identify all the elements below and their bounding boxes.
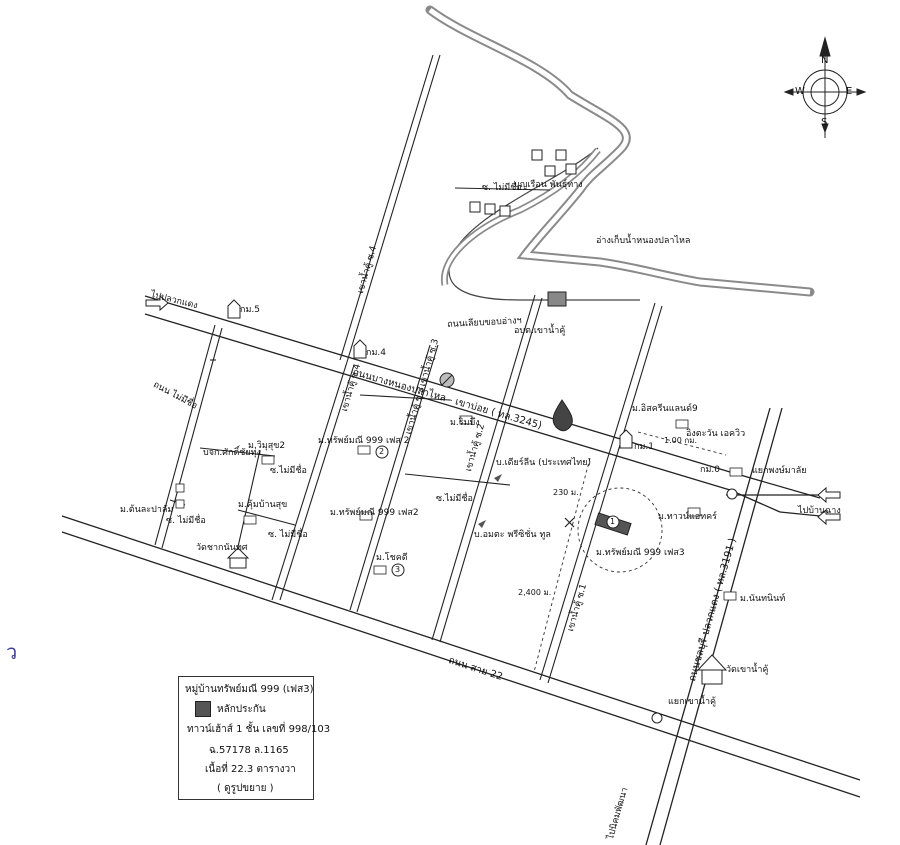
compass-n: N [821, 55, 829, 66]
factory1-label: บ.เดียร์ลีน (ประเทศไทย) [496, 458, 591, 468]
village-chokdee: ม.โชคดี [376, 553, 408, 563]
factory2-label: บ.อมตะ พรีซิชั่น ทูล [474, 530, 551, 540]
marker-2: 2 [379, 447, 385, 456]
junction-phong-icon [726, 488, 738, 500]
school-icon [547, 291, 567, 307]
soi-mai-1: ซ. ไม่มีชื่อ [482, 183, 522, 193]
km-0-label: กม.0 [700, 465, 720, 475]
km-5-label: กม.5 [240, 305, 260, 315]
factory1-icon [494, 474, 502, 482]
legend-area: เนื้อที่ 22.3 ตารางวา [205, 764, 296, 775]
village-kum: ม.คุ้มบ้านสุข [238, 500, 288, 510]
village-mansion: ม.อิสครีนแลนด์9 [632, 404, 698, 414]
road-22 [61, 515, 861, 798]
road-3191 [645, 407, 820, 845]
soi-kum1: ซ. ไม่มีชื่อ [268, 530, 308, 540]
reservoir-label: อ่างเก็บน้ำหนองปลาไหล [596, 236, 691, 246]
village-sap2: ม.ทรัพย์มณี 999 เฟส 2 [318, 436, 410, 446]
dist-2400-label: 2,400 ม. [518, 588, 552, 597]
junction-khao-icon [651, 712, 663, 724]
village-yin: ม.นันทนินท์ [740, 594, 786, 604]
company-kasem: บจก.ศักดิ์ชัยทุ่ง [203, 448, 262, 458]
village-tawanak: ม.ทาวน์แอทคร์ [658, 512, 717, 522]
sois [154, 54, 663, 684]
temple-left-icon [226, 547, 250, 569]
km-4-label: กม.4 [366, 348, 386, 358]
dist-1km-label: 1.00 กม. [664, 436, 698, 445]
legend-collateral: หลักประกัน [217, 704, 266, 715]
to-ban-chang-label: ไปบ้านฉาง [798, 506, 841, 516]
village-ingsap: อิงตะวัน เอควิว [686, 429, 746, 439]
soi-mai-2: ซ.ไม่มีชื่อ [270, 466, 307, 476]
village-subsaw: ม.ทรัพย์มณี 999 เฟส3 [596, 548, 685, 558]
legend-deed: ฉ.57178 ล.1165 [209, 745, 289, 756]
village-laem: ม.ต้นละปาลัม [120, 505, 174, 515]
junction-khao-label: แยกเขาน้ำคู้ [668, 697, 717, 707]
marker-3: 3 [395, 565, 401, 574]
village-phunsuk2: ม.วิมุสุข2 [248, 441, 286, 451]
junction-phong-label: แยกพงษ์มาลัย [752, 466, 807, 476]
bunrueang-label: บุญเรือน พันธุ์ทาง [514, 180, 583, 190]
gas-station-icon [552, 399, 573, 432]
school-label: อบต.เขาน้ำคู้ [514, 326, 566, 336]
factory2-icon [478, 520, 486, 528]
compass-w: W [795, 86, 805, 97]
compass-e: E [846, 86, 853, 97]
temple-wat-icon [696, 654, 728, 685]
temple-wat-label: วัดเขาน้ำคู้ [726, 665, 769, 675]
legend-desc: ทาวน์เฮ้าส์ 1 ชั้น เลขที่ 998/103 [187, 724, 331, 735]
reservoir-road-edge [448, 147, 640, 301]
legend-title: หมู่บ้านทรัพย์มณี 999 (เฟส3) [185, 684, 314, 695]
village-sap2b: ม.ทรัพย์มณี 999 เฟส2 [330, 508, 419, 518]
direction-arrows [145, 294, 841, 526]
marker-1: 1 [610, 517, 616, 526]
temple-left-label: วัดชากนันทศ [196, 543, 248, 553]
number-markers [375, 445, 620, 577]
soi-mai-4: ซ. ไม่มีชื่อ [166, 516, 206, 526]
km-posts [227, 299, 633, 449]
dist-230-label: 230 ม. [553, 488, 579, 497]
compass-s: S [821, 117, 828, 128]
soi-mai-3: ซ.ไม่มีชื่อ [436, 494, 473, 504]
cross-mark [564, 517, 575, 528]
village-rimbueng: ม.ริมบึง [450, 418, 480, 428]
village-icons [175, 415, 743, 601]
legend-box: หมู่บ้านทรัพย์มณี 999 (เฟส3) หลักประกัน … [178, 676, 330, 800]
ink-annotation: ว [6, 640, 18, 664]
collateral-swatch [195, 701, 211, 717]
houses [469, 149, 577, 217]
km-1-label: กม.1 [634, 442, 654, 452]
legend-enlarge: ( ดูรูปขยาย ) [217, 783, 274, 794]
measure-lines [533, 431, 727, 673]
compass-rose [783, 36, 867, 138]
